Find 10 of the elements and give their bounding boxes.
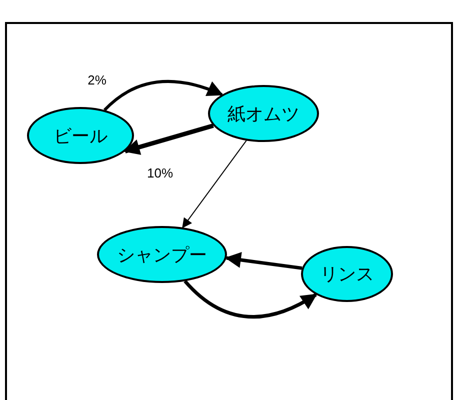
arrow	[124, 123, 214, 155]
node-label: 紙オムツ	[228, 104, 300, 122]
arrow	[104, 80, 224, 112]
edge-label: 10%	[146, 166, 174, 180]
node-label: シャンプー	[117, 246, 207, 264]
node-label: リンス	[320, 265, 374, 283]
arrow	[224, 252, 302, 270]
arrow	[182, 140, 247, 228]
node-label: ビール	[54, 126, 108, 144]
edge-label: 2%	[88, 74, 106, 86]
